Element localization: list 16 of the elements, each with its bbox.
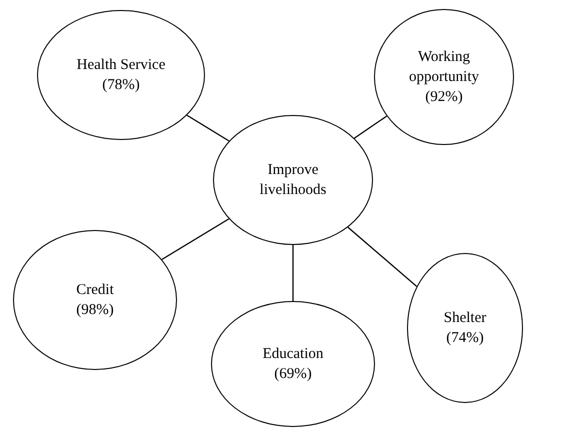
connector-line <box>354 116 388 139</box>
connector-line <box>292 245 294 301</box>
percentage-label: (69%) <box>274 365 312 384</box>
percentage-label: (98%) <box>76 301 114 320</box>
connector-line <box>348 226 418 287</box>
node-label: Shelter <box>444 309 486 328</box>
node-label: Credit <box>76 281 114 300</box>
node-label: Working opportunity <box>408 48 480 87</box>
node-label: Health Service <box>76 56 166 75</box>
connector-line <box>162 218 230 260</box>
node-label: Education <box>262 345 324 364</box>
percentage-label: (74%) <box>446 329 484 348</box>
percentage-label: (92%) <box>425 88 463 107</box>
percentage-label: (78%) <box>102 76 140 95</box>
connector-line <box>186 114 230 142</box>
node-label: Improve livelihoods <box>258 161 328 200</box>
